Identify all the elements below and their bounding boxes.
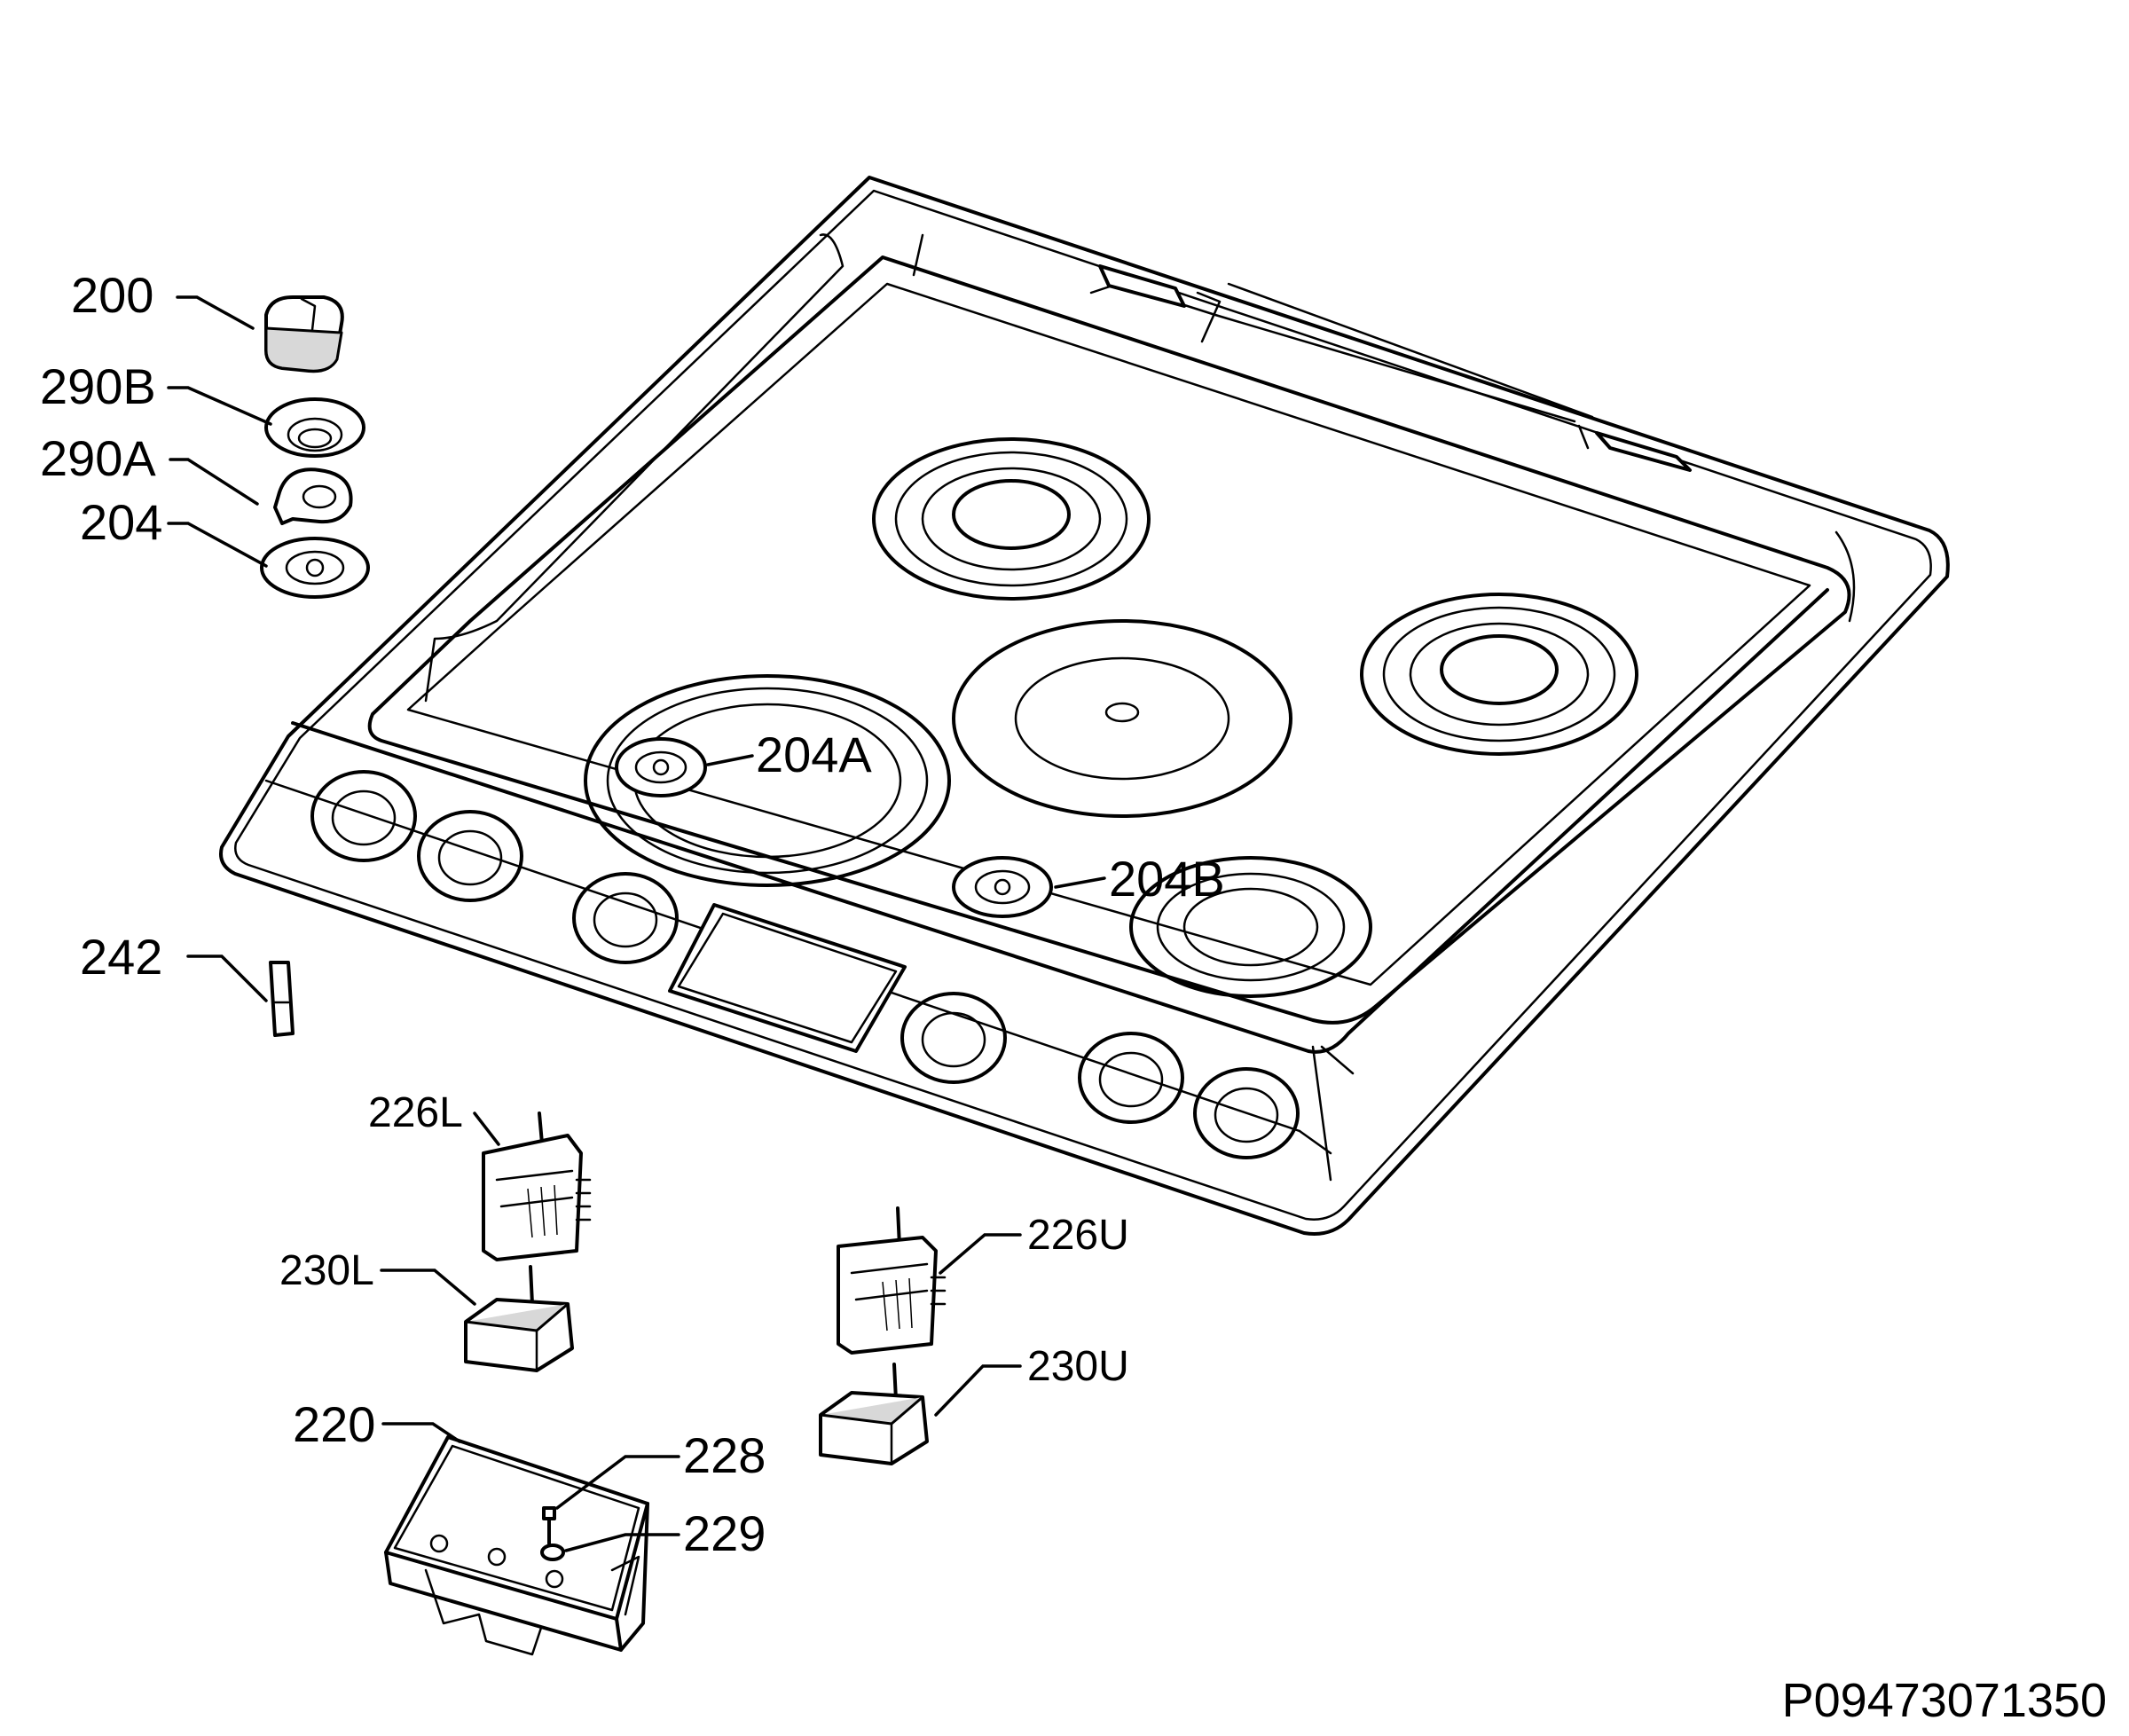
label-226U: 226U <box>1027 1212 1129 1259</box>
cooktop-panel <box>219 176 1950 1236</box>
burner-front-left <box>584 674 951 887</box>
label-290B: 290B <box>40 358 156 414</box>
document-id: P09473071350 <box>1782 1674 2107 1727</box>
label-228: 228 <box>683 1427 766 1483</box>
part-204A-burner-cap <box>615 737 707 797</box>
part-290B-bezel <box>264 397 365 458</box>
part-290A-plate <box>273 467 353 525</box>
part-242-pin <box>269 961 295 1037</box>
part-230U-module <box>819 1363 929 1465</box>
part-204-burner-cap <box>260 537 370 599</box>
label-204A: 204A <box>756 727 872 782</box>
label-220: 220 <box>293 1396 375 1452</box>
label-230U: 230U <box>1027 1343 1129 1390</box>
part-226L-switch <box>482 1112 592 1261</box>
leader-lines <box>167 295 1106 1552</box>
label-204: 204 <box>80 494 162 550</box>
callout-labels: 200 290B 290A 204 204A 204B 242 226L 230… <box>40 267 1225 1561</box>
label-226L: 226L <box>368 1089 463 1136</box>
part-204B-burner-cap <box>952 856 1053 918</box>
label-230L: 230L <box>279 1247 374 1294</box>
part-228-screw <box>542 1506 556 1545</box>
label-290A: 290A <box>40 430 156 486</box>
part-220-housing <box>384 1435 649 1656</box>
burner-front-right <box>1129 856 1372 998</box>
label-242: 242 <box>80 929 162 985</box>
label-204B: 204B <box>1109 851 1225 907</box>
hotplate-center <box>952 619 1292 818</box>
part-226U-switch <box>837 1206 947 1355</box>
burner-rear-right <box>1360 593 1638 756</box>
label-229: 229 <box>683 1505 766 1561</box>
part-200-knob <box>264 295 344 373</box>
label-200: 200 <box>71 267 153 323</box>
knob-recesses <box>310 770 1300 1159</box>
part-230L-module <box>464 1265 574 1372</box>
burner-rear-left <box>872 437 1151 601</box>
part-229-washer <box>540 1544 565 1561</box>
